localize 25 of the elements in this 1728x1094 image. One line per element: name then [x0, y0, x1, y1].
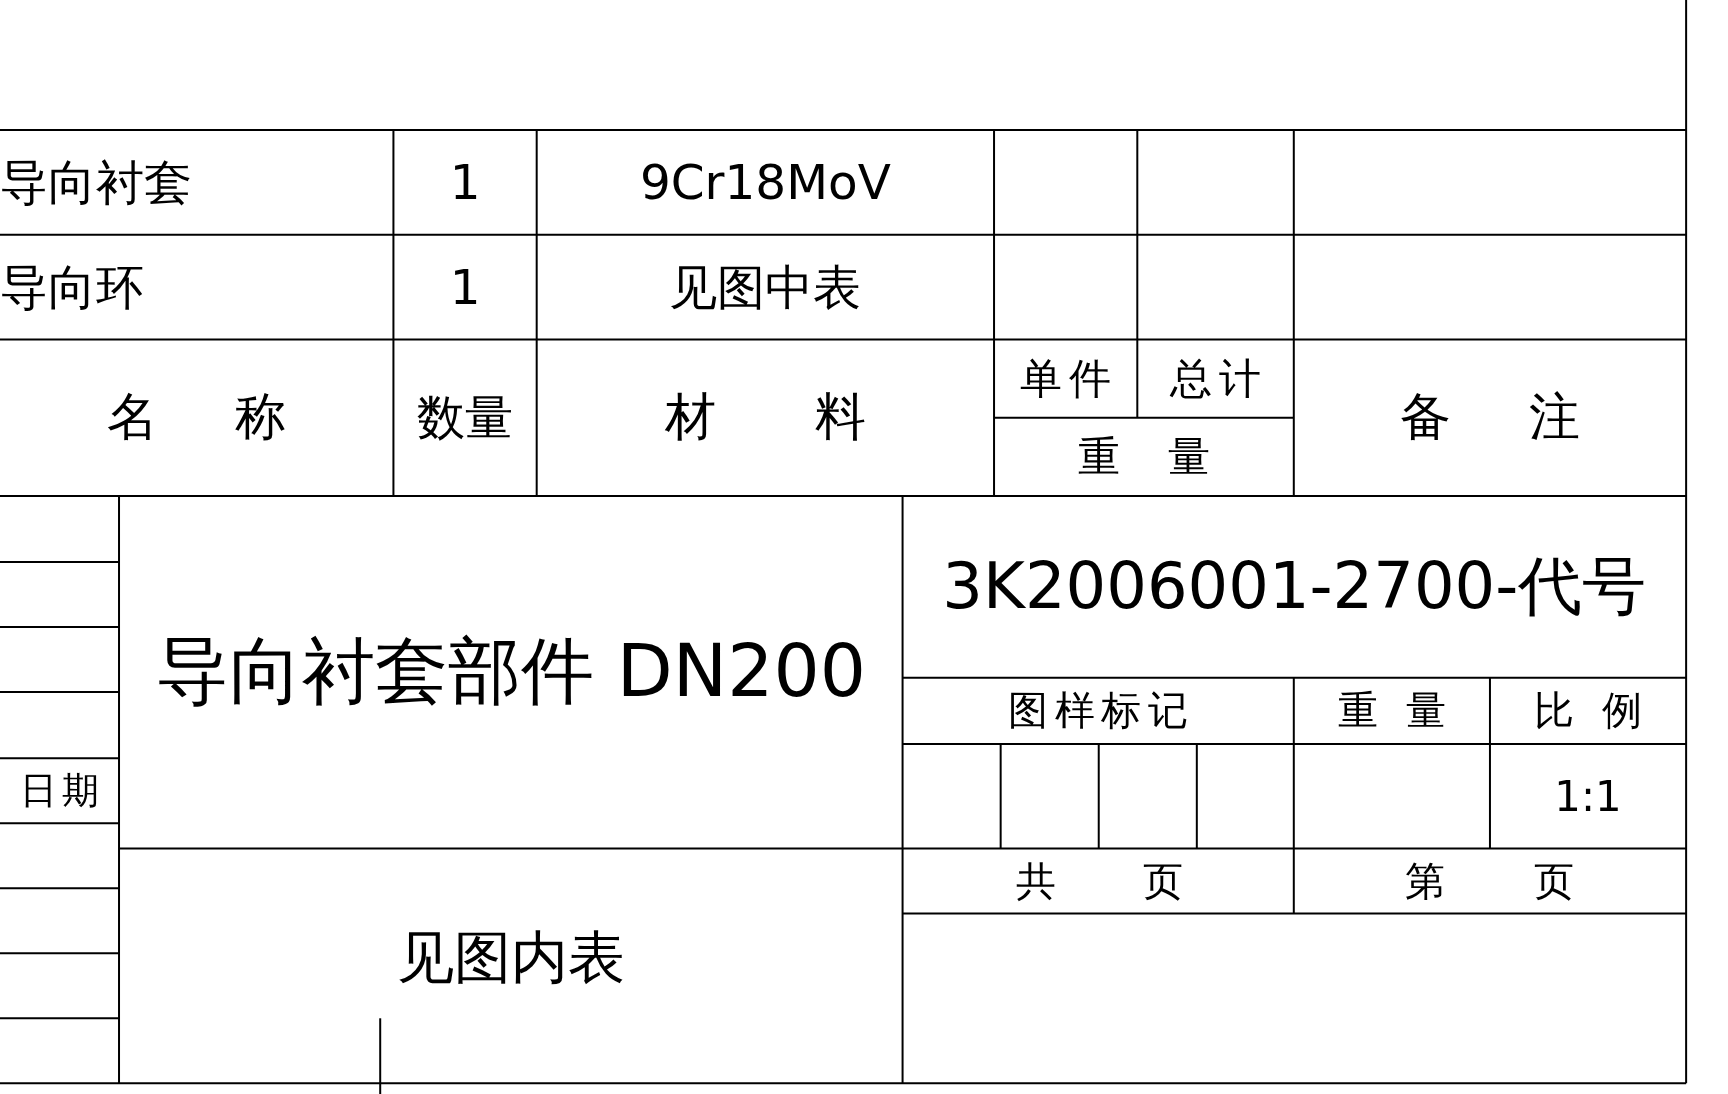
- quantity: 1: [449, 259, 481, 316]
- field-heading: 页: [1533, 856, 1574, 906]
- field-heading: 共: [1015, 856, 1056, 906]
- quantity: 1: [449, 154, 481, 211]
- part-name: 导向衬套: [0, 152, 192, 212]
- part-name: 导向环: [0, 257, 144, 317]
- column-heading: 单件: [1020, 352, 1118, 405]
- column-heading: 名称: [107, 386, 364, 449]
- scale-value: 1:1: [1554, 771, 1622, 821]
- field-heading: 重量: [1337, 685, 1475, 735]
- column-heading: 数量: [417, 388, 514, 448]
- material-name: 9Cr18MoV: [639, 154, 891, 211]
- column-heading: 材料: [664, 386, 966, 449]
- field-heading: 页: [1142, 856, 1183, 906]
- field-heading: 第: [1404, 856, 1445, 906]
- field-heading: 日期: [20, 766, 104, 814]
- column-heading: 总计: [1170, 352, 1268, 405]
- material-name: 见图中表: [669, 257, 862, 317]
- drawing-title: 导向衬套部件 DN200: [155, 626, 866, 715]
- note-text: 见图内表: [396, 923, 625, 994]
- field-heading: 比例: [1533, 685, 1671, 735]
- column-heading: 重量: [1077, 430, 1259, 483]
- drawing-number: 3K2006001-2700-代号: [942, 548, 1647, 626]
- column-heading: 备注: [1400, 386, 1657, 449]
- field-heading: 图样标记: [1008, 685, 1195, 735]
